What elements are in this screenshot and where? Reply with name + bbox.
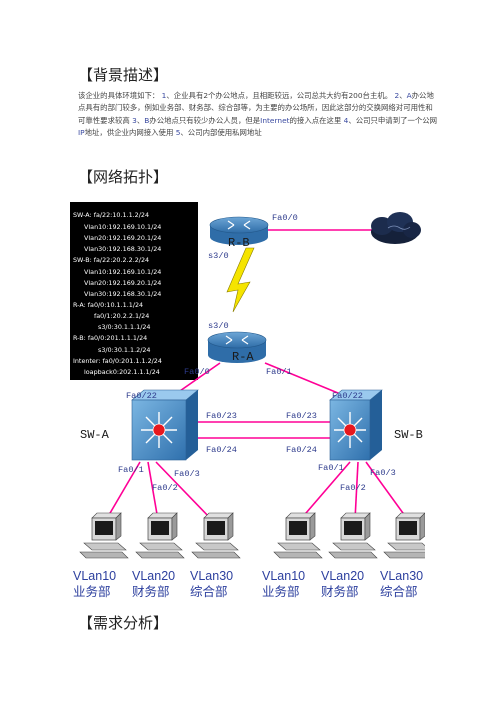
vlan-label: VLan30 [190, 569, 233, 583]
port-label: Fa0/24 [286, 445, 317, 455]
port-label: Fa0/0 [272, 213, 298, 223]
vlan-label: VLan10 [262, 569, 305, 583]
port-label: s3/0 [208, 321, 229, 331]
port-label: Fa0/1 [318, 463, 344, 473]
ip-row: s3/0:30.1.1.2/24 [98, 346, 150, 354]
switch-swb-icon [329, 389, 383, 461]
port-label: Fa0/1 [118, 465, 144, 475]
link-swa-pc3 [155, 461, 213, 521]
port-label: Fa0/23 [206, 411, 237, 421]
link-swb-pc2 [354, 461, 359, 521]
vlan-label: VLan20 [132, 569, 175, 583]
link-swb-pc1 [299, 461, 351, 521]
ip-row: fa0/1:20.2.2.1/24 [94, 312, 149, 320]
port-label: Fa0/2 [340, 483, 366, 493]
router-rb-icon [209, 216, 269, 245]
ip-row: Vlan10:192.169.10.1/24 [84, 268, 161, 276]
link-swb-pc3 [365, 461, 409, 521]
pc-icon [135, 512, 185, 559]
links [105, 229, 409, 521]
port-label: Fa0/23 [286, 411, 317, 421]
pc-icon [191, 512, 241, 559]
ip-row: loapback0:202.1.1.1/24 [84, 368, 160, 376]
switch-swb-label: SW-B [394, 428, 423, 442]
port-label: Fa0/0 [184, 367, 210, 377]
background-paragraph: 该企业的具体环境如下： 1、企业具有2个办公地点，且相距较远，公司总共大约有20… [78, 91, 438, 138]
pc-icon [79, 512, 129, 559]
department-label: 财务部 [321, 584, 359, 599]
network-topology-diagram: SW-A: fa/22:10.1.1.2/24 Vlan10:192.169.1… [70, 202, 425, 599]
switch-swa-icon [131, 389, 199, 461]
vlan-label: VLan10 [73, 569, 116, 583]
vlan-label: VLan20 [321, 569, 364, 583]
link-swa-pc2 [147, 461, 159, 521]
router-rb-label: R-B [228, 236, 250, 250]
heading-background: 【背景描述】 [78, 66, 169, 84]
port-label: Fa0/2 [152, 483, 178, 493]
internet-cloud-icon [371, 212, 421, 244]
ip-row: R-A: fa0/0:10.1.1.1/24 [73, 301, 143, 309]
port-label: Fa0/22 [126, 391, 157, 401]
heading-topology: 【网络拓扑】 [78, 168, 169, 186]
ip-row: s3/0:30.1.1.1/24 [98, 323, 150, 331]
port-label: Fa0/3 [174, 469, 200, 479]
ip-table: SW-A: fa/22:10.1.1.2/24 Vlan10:192.169.1… [73, 211, 162, 376]
department-label: 业务部 [73, 584, 111, 599]
ip-row: Vlan20:192.169.20.1/24 [84, 234, 161, 242]
port-label: s3/0 [208, 251, 229, 261]
ip-row: Vlan30:192.168.30.1/24 [84, 245, 161, 253]
ip-table-panel [70, 202, 198, 380]
ip-row: R-B: fa0/0:201.1.1.1/24 [73, 334, 147, 342]
link-swa-pc1 [105, 461, 141, 521]
ip-row: SW-A: fa/22:10.1.1.2/24 [73, 211, 149, 219]
router-ra-icon [207, 331, 267, 363]
department-label: 财务部 [132, 584, 170, 599]
pc-icon [328, 512, 378, 559]
router-ra-label: R-A [232, 350, 254, 364]
ip-row: Intenter: fa0/0:201.1.1.2/24 [73, 357, 162, 365]
department-label: 综合部 [380, 584, 418, 599]
pc-icon [273, 512, 323, 559]
department-label: 业务部 [262, 584, 300, 599]
switch-swa-label: SW-A [80, 428, 110, 442]
port-label: Fa0/24 [206, 445, 237, 455]
ip-row: Vlan30:192.168.30.1/24 [84, 290, 161, 298]
ip-row: SW-B: fa/22:20.2.2.2/24 [73, 256, 149, 264]
heading-requirements: 【需求分析】 [78, 614, 169, 632]
port-label: Fa0/1 [266, 367, 292, 377]
pc-icon [383, 512, 425, 559]
ip-row: Vlan20:192.169.20.1/24 [84, 279, 161, 287]
port-label: Fa0/3 [370, 468, 396, 478]
ip-row: Vlan10:192.169.10.1/24 [84, 223, 161, 231]
vlan-label: VLan30 [380, 569, 423, 583]
department-label: 综合部 [190, 584, 228, 599]
port-label: Fa0/22 [332, 391, 363, 401]
serial-link-icon [226, 247, 255, 313]
